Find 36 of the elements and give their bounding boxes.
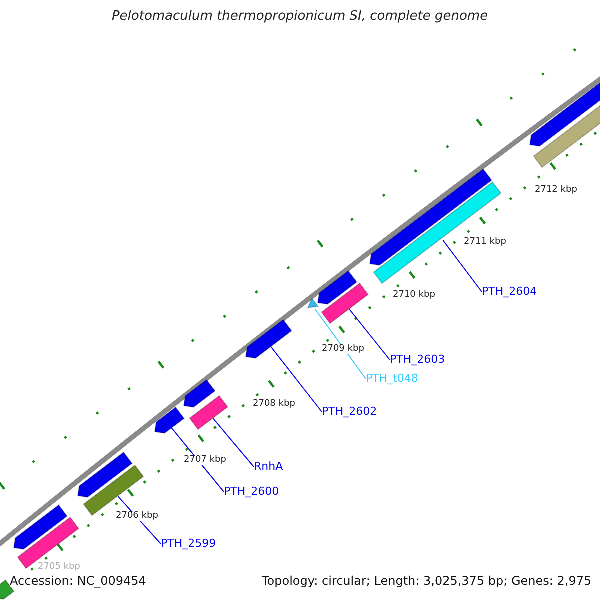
gene-feature: [77, 452, 133, 498]
gene-label: PTH_2604: [482, 286, 538, 297]
leader-line: [442, 240, 482, 292]
gene-feature: [154, 406, 185, 434]
gene-triangle: [307, 298, 320, 309]
scale-label: 2706 kbp: [116, 512, 158, 521]
scale-label: 2711 kbp: [464, 238, 506, 247]
gene-feature: [183, 379, 216, 408]
genome-info-text: Topology: circular; Length: 3,025,375 bp; Genes: 2,975: [262, 575, 592, 587]
gene-bar: [189, 395, 229, 430]
scale-label: 2705 kbp: [38, 563, 80, 572]
scale-label: 2708 kbp: [253, 400, 296, 409]
gene-label: PTH_t048: [366, 373, 418, 384]
leader-line: [348, 308, 390, 360]
gene-feature: [529, 82, 600, 147]
gene-bar: [533, 105, 600, 168]
gene-label: PTH_2602: [322, 406, 378, 417]
leader-line: [314, 308, 366, 380]
scale-label: 2712 kbp: [535, 186, 578, 195]
accession-text: Accession: NC_009454: [10, 575, 146, 587]
gene-label: RnhA: [254, 461, 284, 472]
gene-feature: [13, 504, 68, 550]
gene-feature: [245, 319, 292, 359]
scale-label: 2709 kbp: [322, 345, 364, 354]
gene-bar: [321, 282, 369, 324]
gene-label: PTH_2600: [224, 486, 280, 497]
leader-line: [270, 346, 322, 412]
gene-label: PTH_2599: [161, 538, 216, 549]
leader-line: [212, 418, 254, 468]
gene-feature: [317, 270, 358, 305]
gene-bar: [17, 516, 80, 570]
gene-label: PTH_2603: [390, 354, 446, 365]
title: Pelotomaculum thermopropionicum SI, complete genome: [110, 10, 490, 23]
gene-bar: [83, 464, 144, 516]
scale-label: 2707 kbp: [184, 456, 226, 465]
scale-label: 2710 kbp: [393, 291, 436, 300]
